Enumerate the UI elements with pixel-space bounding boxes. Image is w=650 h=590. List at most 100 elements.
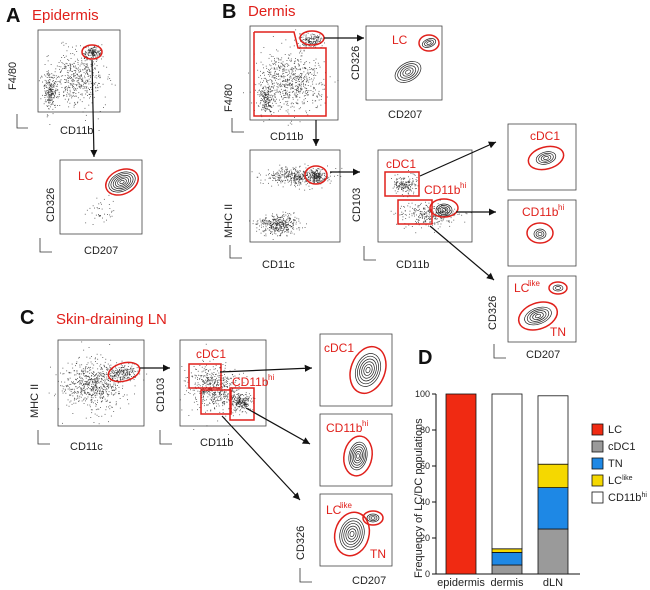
gate-ellipse bbox=[418, 34, 440, 52]
axis-label-cd11b-c: CD11b bbox=[200, 437, 233, 449]
y-tick-label: 20 bbox=[420, 533, 430, 543]
axis-label-cd11b-b2: CD11b bbox=[396, 259, 429, 271]
plot-b-mhcii-cd11c bbox=[249, 149, 343, 243]
event-cloud bbox=[249, 211, 307, 240]
gate-label-lc: LC bbox=[78, 169, 94, 183]
bar-segment-cd11bhi-dln bbox=[537, 395, 569, 465]
panel-title-epidermis: Epidermis bbox=[32, 7, 99, 24]
axis-label-cd207-a: CD207 bbox=[84, 245, 118, 257]
gate-label-cd11b-sup: hi bbox=[268, 373, 274, 382]
density-contour bbox=[366, 513, 380, 523]
gating-arrow bbox=[419, 141, 497, 177]
gate-label-cdc1: cDC1 bbox=[386, 157, 416, 171]
plot-b-cdc1: cDC1 bbox=[507, 123, 577, 191]
gate-ellipse bbox=[107, 361, 141, 383]
axis-label-mhcii-b: MHC II bbox=[223, 204, 235, 238]
gate-label-lc: LC bbox=[392, 33, 408, 47]
density-contour bbox=[435, 203, 453, 217]
gate-rect-cd11bhi bbox=[229, 387, 255, 421]
plot-b-f480-cd11b bbox=[243, 25, 339, 126]
y-axis-label: Frequency of LC/DC populations bbox=[413, 418, 425, 578]
gate-ellipse bbox=[429, 198, 459, 218]
legend-swatch bbox=[591, 440, 604, 453]
y-tick-label: 100 bbox=[415, 389, 430, 399]
axis-label-cd11b-b: CD11b bbox=[270, 131, 303, 143]
gate-rect-tn bbox=[200, 389, 232, 415]
gate-ellipse bbox=[81, 44, 103, 60]
gate-ellipse bbox=[304, 165, 328, 185]
density-contour bbox=[394, 61, 422, 83]
y-tick-label: 60 bbox=[420, 461, 430, 471]
axis-label-f480-b: F4/80 bbox=[223, 84, 235, 112]
panel-label-b: B bbox=[222, 1, 236, 23]
axis-label-cd11c-c: CD11c bbox=[70, 441, 103, 453]
gate-polygon bbox=[253, 31, 327, 117]
density-contour bbox=[552, 284, 564, 292]
gate-label-cdc1: cDC1 bbox=[196, 347, 226, 361]
y-tick-label: 0 bbox=[425, 569, 430, 579]
plot-c-cdc1: cDC1 bbox=[319, 333, 393, 407]
axis-label-cd103-c: CD103 bbox=[155, 378, 167, 412]
gate-label-tn: TN bbox=[370, 547, 386, 561]
event-cloud bbox=[38, 56, 62, 125]
density-contour bbox=[348, 441, 368, 471]
event-cloud bbox=[391, 170, 419, 198]
plot-c-mhcii-cd11c bbox=[32, 339, 148, 427]
plot-a-f480-cd11b bbox=[37, 29, 121, 131]
legend-label: LC bbox=[608, 424, 622, 436]
bar-segment-tn-dln bbox=[537, 487, 569, 530]
axis-label-f480-a: F4/80 bbox=[7, 62, 19, 90]
gate-ellipse bbox=[105, 168, 139, 196]
gate-label-cd11b: CD11b bbox=[326, 421, 363, 435]
legend-swatch bbox=[591, 423, 604, 436]
legend-label: cDC1 bbox=[608, 441, 636, 453]
legend-label: LClike bbox=[608, 475, 633, 487]
axis-label-cd103-b: CD103 bbox=[351, 188, 363, 222]
x-tick-label: dermis bbox=[490, 577, 524, 589]
y-tick-label: 80 bbox=[420, 425, 430, 435]
stacked-bar-chart: Frequency of LC/DC populations 0 20 40 60 80… bbox=[413, 389, 647, 589]
bar-segment-lc-epidermis bbox=[445, 393, 477, 575]
gate-ellipse bbox=[526, 222, 554, 244]
axis-label-cd207-b2: CD207 bbox=[526, 349, 560, 361]
gate-label-cd11b-sup: hi bbox=[362, 419, 368, 428]
bar-segment-cd11bhi-dermis bbox=[491, 393, 523, 550]
panel-label-d: D bbox=[418, 347, 432, 369]
density-contour bbox=[524, 306, 552, 326]
density-contour bbox=[535, 151, 557, 165]
panel-label-a: A bbox=[6, 5, 20, 27]
event-cloud bbox=[222, 389, 256, 417]
plot-b-lclike-tn: LC like TN bbox=[507, 275, 577, 343]
plot-b-cd103-cd11b: cDC1 CD11b hi bbox=[377, 149, 473, 243]
axis-label-cd326-b: CD326 bbox=[350, 46, 362, 80]
panel-title-dermis: Dermis bbox=[248, 3, 296, 20]
density-contour bbox=[339, 517, 365, 551]
axis-label-mhcii-c: MHC II bbox=[29, 384, 41, 418]
gate-label-cd11b: CD11b bbox=[424, 183, 461, 197]
density-contour bbox=[533, 228, 547, 240]
legend-swatch bbox=[591, 457, 604, 470]
legend-label: CD11bhi bbox=[608, 492, 647, 504]
plot-c-cd11bhi: CD11b hi bbox=[319, 413, 393, 487]
gate-label-tn: TN bbox=[550, 325, 566, 339]
gating-arrow bbox=[221, 415, 301, 501]
x-tick-label: epidermis bbox=[437, 577, 485, 589]
x-tick-label: dLN bbox=[543, 577, 563, 589]
gate-ellipse bbox=[517, 301, 559, 331]
bar-segment-lclike-dermis bbox=[491, 548, 523, 553]
axis-label-cd207-b: CD207 bbox=[388, 109, 422, 121]
event-cloud bbox=[40, 41, 116, 131]
bar-segment-lclike-dln bbox=[537, 463, 569, 489]
gating-arrow bbox=[245, 407, 311, 445]
gate-label-cd11b: CD11b bbox=[232, 375, 269, 389]
bar-segment-cdc1-dln bbox=[537, 528, 569, 575]
y-tick-label: 40 bbox=[420, 497, 430, 507]
axis-label-cd11b-a: CD11b bbox=[60, 125, 93, 137]
gating-arrow bbox=[90, 59, 98, 158]
gate-label-lc-sup: like bbox=[528, 279, 541, 288]
plot-c-lclike-tn: LC like TN bbox=[319, 493, 393, 567]
axis-label-cd326-c: CD326 bbox=[295, 526, 307, 560]
gate-ellipse bbox=[362, 510, 384, 526]
panel-title-skin-draining-ln: Skin-draining LN bbox=[56, 311, 167, 328]
